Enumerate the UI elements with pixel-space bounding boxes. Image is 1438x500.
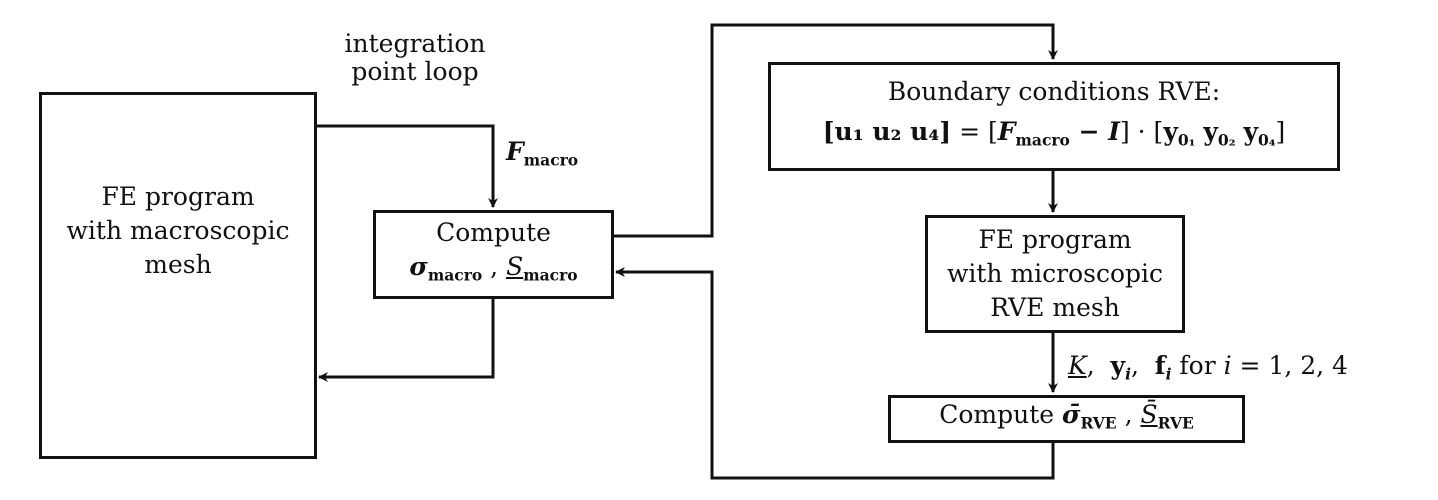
micro-fe-program-box: FE program with microscopic RVE mesh (925, 215, 1185, 333)
s-subscript: RVE (1157, 413, 1194, 433)
sigma-symbol: σ (409, 252, 428, 282)
boundary-conditions-box: Boundary conditions RVE: [u₁ u₂ u₄] = [F… (768, 62, 1340, 171)
loop-label-line: integration (344, 29, 486, 58)
compute-title: Compute (436, 218, 551, 248)
for-text: for (1171, 351, 1224, 380)
eq-f-sub: macro (1015, 130, 1070, 150)
eq-dot: ] · [ (1119, 117, 1164, 147)
arrow-compute-to-macro (318, 298, 495, 382)
compute-rve-box: Compute σ̄RVE , S̄RVE (888, 395, 1245, 443)
sigma-subscript: macro (427, 265, 483, 285)
compute-macro-outputs: σmacro , Smacro (409, 250, 577, 292)
compute-rve-content: Compute σ̄RVE , S̄RVE (939, 398, 1194, 440)
f-macro-label: Fmacro (506, 138, 578, 174)
f-subscript: i (1165, 364, 1172, 384)
micro-line: FE program (978, 225, 1132, 254)
sigma-subscript: RVE (1080, 413, 1117, 433)
eq-f: F (997, 117, 1016, 147)
k-symbol: K (1068, 351, 1087, 380)
i-symbol: i (1223, 351, 1232, 380)
eq-y: y (1243, 117, 1258, 147)
s-subscript: macro (523, 265, 578, 285)
eq-y-sub: 0₂ (1217, 130, 1236, 150)
f-subscript: macro (523, 150, 579, 170)
sigma-bar-symbol: σ̄ (1062, 399, 1081, 429)
integration-loop-label: integration point loop (340, 30, 490, 86)
loop-label-line: point loop (351, 57, 479, 86)
arrow-compute-to-bc (613, 23, 1058, 238)
s-bar-symbol: S̄ (1140, 399, 1158, 429)
f-symbol: F (506, 137, 524, 166)
macro-fe-program-box: FE program with macroscopic mesh (39, 92, 317, 459)
micro-outputs-label: K, yi, fi for i = 1, 2, 4 (1068, 351, 1348, 384)
eq-y: y (1163, 117, 1178, 147)
separator: , (490, 252, 499, 282)
micro-line: with microscopic (946, 259, 1164, 288)
y-symbol: y (1110, 351, 1126, 380)
i-values: = 1, 2, 4 (1231, 351, 1348, 380)
macro-line: mesh (144, 249, 212, 279)
eq-y-sub: 0₄ (1257, 130, 1276, 150)
eq-minus-i: − I (1069, 117, 1120, 147)
compute-title: Compute (939, 399, 1055, 429)
eq-close: ] (1275, 117, 1286, 147)
separator: , (1124, 399, 1133, 429)
eq-y-sub: 0₁ (1177, 130, 1196, 150)
macro-line: with macroscopic (66, 215, 290, 245)
eq-lhs: [u₁ u₂ u₄] (822, 117, 952, 147)
s-symbol: S (506, 252, 524, 282)
arrow-macro-to-compute (316, 124, 498, 208)
eq-y: y (1203, 117, 1218, 147)
micro-line: RVE mesh (990, 293, 1120, 322)
compute-macro-box: Compute σmacro , Smacro (373, 210, 614, 299)
f-symbol: f (1154, 351, 1166, 380)
eq-equals: = [ (951, 117, 998, 147)
macro-line: FE program (101, 181, 255, 211)
bc-equation: [u₁ u₂ u₄] = [Fmacro − I] · [y0₁ y0₂ y0₄… (823, 115, 1286, 157)
y-subscript: i (1125, 364, 1131, 384)
arrow-rve-to-compute-macro (615, 267, 1055, 480)
bc-title: Boundary conditions RVE: (887, 77, 1221, 107)
